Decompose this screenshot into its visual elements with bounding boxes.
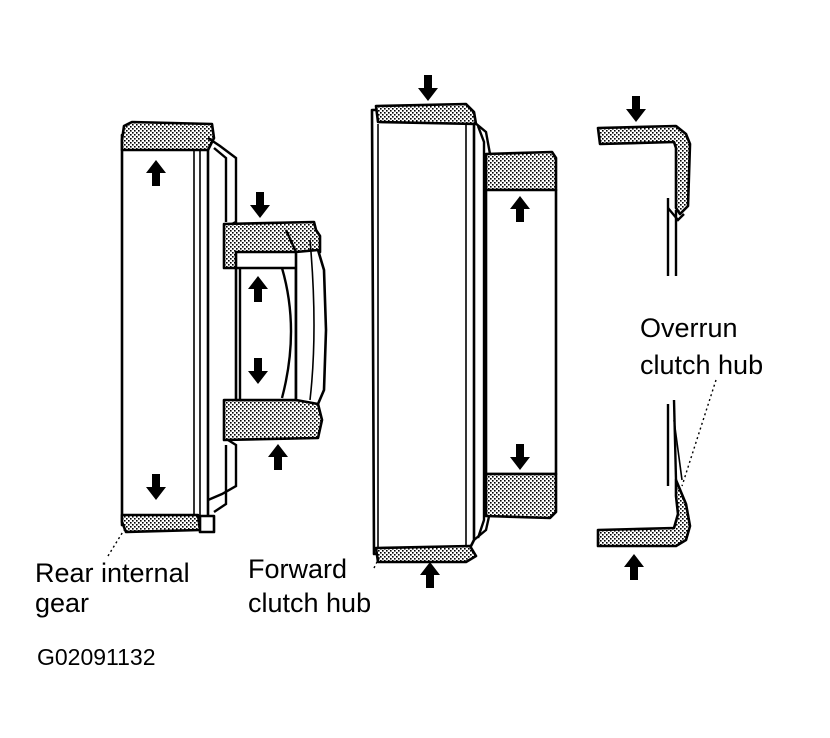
arrow-up-icon <box>624 554 644 580</box>
overrun-clutch-hub-label-line2: clutch hub <box>640 350 763 380</box>
arrow-down-icon <box>418 75 438 101</box>
forward-clutch-hub-label-line2: clutch hub <box>248 588 371 618</box>
rear-internal-gear-part <box>120 120 328 534</box>
arrow-down-icon <box>250 192 270 218</box>
arrow-down-icon <box>626 96 646 122</box>
forward-clutch-hub-label-line1: Forward <box>248 554 347 584</box>
rear-gear-leader <box>107 529 125 557</box>
figure-code: G02091132 <box>37 644 156 670</box>
arrow-up-icon <box>268 444 288 470</box>
forward-hub-leader <box>373 555 381 569</box>
overrun-clutch-hub-label-line1: Overrun <box>640 313 738 343</box>
forward-clutch-hub-part <box>370 102 558 564</box>
overrun-hub-leader <box>681 379 717 487</box>
rear-internal-gear-label-line1: Rear internal <box>35 558 190 588</box>
rear-internal-gear-label-line2: gear <box>35 588 89 618</box>
arrow-up-icon <box>420 562 440 588</box>
overrun-clutch-hub-part <box>596 124 692 548</box>
